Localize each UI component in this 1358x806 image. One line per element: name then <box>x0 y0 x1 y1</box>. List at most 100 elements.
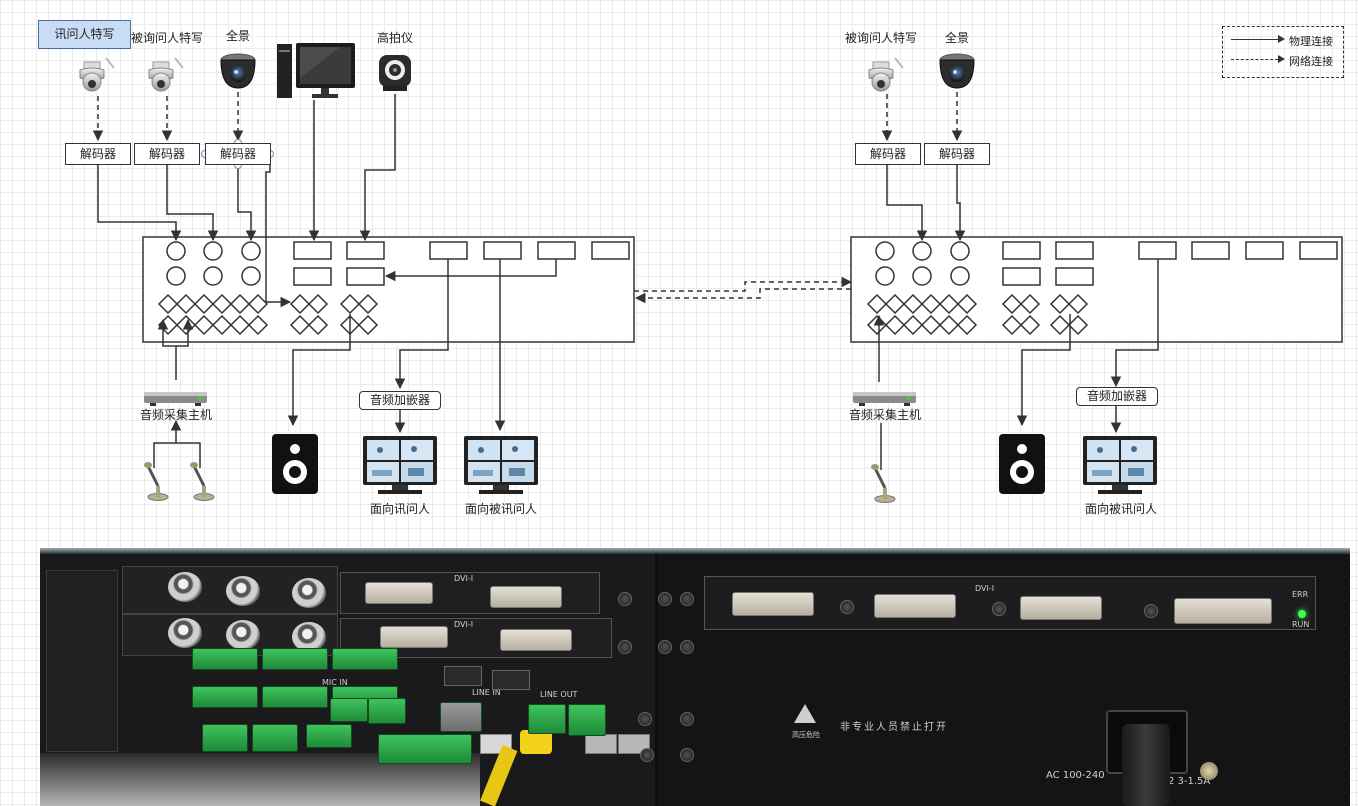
bnc-connector <box>226 576 260 606</box>
ground-screw <box>1200 762 1218 780</box>
ethernet-port <box>585 734 617 754</box>
decoder-box: 解码器 <box>855 143 921 165</box>
line-out-label: LINE OUT <box>540 690 578 699</box>
dvi-port <box>1020 596 1102 620</box>
physical-connections-left <box>97 94 557 468</box>
screw <box>618 640 632 654</box>
terminal-diamond <box>884 293 906 315</box>
terminal-block <box>528 704 566 734</box>
screw <box>658 592 672 606</box>
terminal-diamond <box>1067 314 1089 336</box>
monitor-label: 面向讯问人 <box>369 502 431 516</box>
terminal-diamond <box>229 314 251 336</box>
speaker-icon <box>999 434 1045 494</box>
microphone-icon <box>190 462 215 501</box>
dvi-port <box>490 586 562 608</box>
panorama-cam-label: 全景 <box>944 31 970 45</box>
terminal-block <box>440 702 482 732</box>
fuse-label: 2 3-1.5A <box>1168 776 1211 787</box>
terminal-diamond <box>956 293 978 315</box>
physical-connections-right <box>873 165 1159 470</box>
terminal-block <box>192 686 258 708</box>
screw <box>680 712 694 726</box>
terminal-block <box>378 734 472 764</box>
monitor-label: 面向被讯问人 <box>1084 502 1158 516</box>
terminal-block <box>330 698 368 722</box>
terminal-block <box>252 724 298 752</box>
terminal-diamond <box>229 293 251 315</box>
bnc-connector <box>292 622 326 652</box>
speaker-icon <box>272 434 318 494</box>
terminal-diamond <box>175 293 197 315</box>
ptz-camera-icon <box>148 57 184 92</box>
system-diagram <box>79 43 1343 503</box>
bnc-connector <box>168 618 202 648</box>
legend-network-label: 网络连接 <box>1289 55 1333 68</box>
warning-label: 非专业人员禁止打开 <box>840 722 948 733</box>
terminal-block <box>332 648 398 670</box>
bnc-connector <box>168 572 202 602</box>
terminal-diamond <box>193 314 215 336</box>
terminal-diamond <box>357 293 379 315</box>
dvi-port <box>874 594 956 618</box>
terminal-diamond <box>247 293 269 315</box>
matrix-ports-right <box>875 241 1338 286</box>
dvi-port <box>1174 598 1272 624</box>
ac-label: AC 100-240 <box>1046 770 1105 781</box>
dome-camera-icon <box>939 53 975 89</box>
terminal-diamond <box>1067 293 1089 315</box>
audio-connector <box>492 670 530 690</box>
terminal-diamond <box>157 293 179 315</box>
network-connections-right <box>881 92 963 142</box>
suspect-cam-label: 被询问人特写 <box>844 31 918 45</box>
screw <box>992 602 1006 616</box>
terminal-diamond <box>920 293 942 315</box>
terminal-diamond <box>247 314 269 336</box>
dvi-port <box>365 582 433 604</box>
terminal-diamond <box>902 314 924 336</box>
document-camera-icon <box>379 55 411 91</box>
document-camera-label: 高拍仪 <box>376 31 414 45</box>
line-in-label: LINE IN <box>472 688 501 697</box>
network-cable <box>520 730 552 754</box>
warning-small-label: 高压危险 <box>792 731 820 739</box>
side-panel <box>46 570 118 752</box>
err-label: ERR <box>1292 590 1309 599</box>
screw <box>1144 604 1158 618</box>
inter-system-network <box>634 276 853 304</box>
decoder-box: 解码器 <box>134 143 200 165</box>
terminal-diamond <box>938 314 960 336</box>
terminal-diamond <box>1019 293 1041 315</box>
decoder-box: 解码器 <box>65 143 131 165</box>
terminal-diamonds-left <box>157 293 379 336</box>
terminal-diamond <box>357 314 379 336</box>
terminal-diamond <box>920 314 942 336</box>
terminal-block <box>306 724 352 748</box>
monitor-label: 面向被讯问人 <box>464 502 538 516</box>
network-connections-left <box>92 92 244 142</box>
terminal-diamond <box>866 293 888 315</box>
terminal-block <box>568 704 606 736</box>
audio-embedder-box: 音频加嵌器 <box>359 391 441 410</box>
panorama-cam-label: 全景 <box>225 29 251 43</box>
terminal-diamond <box>339 293 361 315</box>
matrix-ports-left <box>166 241 630 286</box>
dvi-label: DVI-I <box>975 584 995 593</box>
audio-connector <box>444 666 482 686</box>
audio-host-label: 音频采集主机 <box>848 408 922 422</box>
bnc-connector <box>292 578 326 608</box>
ptz-camera-icon <box>79 57 115 92</box>
power-plug <box>1122 724 1170 806</box>
hardware-photo: DVI-I DVI-I MIC IN LINE IN LINE OUT DVI-… <box>40 548 1350 806</box>
terminal-diamond <box>1001 293 1023 315</box>
screw <box>640 748 654 762</box>
microphone-icon <box>871 464 896 503</box>
screw <box>840 600 854 614</box>
screw <box>680 640 694 654</box>
dashed-arrow-icon <box>1231 55 1285 63</box>
dvi-label: DVI-I <box>454 574 474 583</box>
run-led <box>1298 610 1306 618</box>
microphone-icon <box>144 462 169 501</box>
terminal-diamond <box>1019 314 1041 336</box>
chassis-top-edge <box>40 548 1350 554</box>
